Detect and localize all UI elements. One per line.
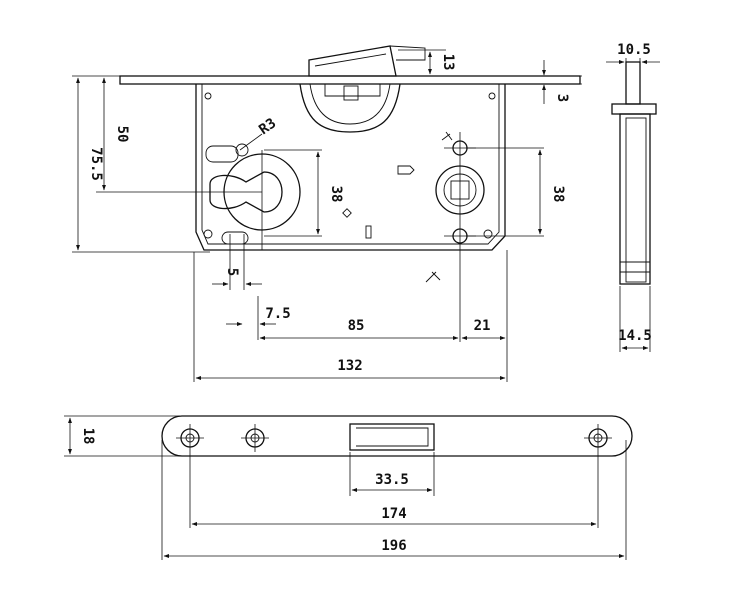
dim-strike-length-196: 196 [381,538,406,554]
lock-side-view [611,61,657,285]
strike-hole-left [176,424,204,452]
guide-slot [205,145,239,163]
dim-distance-21: 21 [474,318,491,334]
strike-plate [161,415,633,457]
faceplate [119,75,581,85]
dim-distance-85: 85 [348,318,365,334]
dim-backset-50: 50 [114,126,130,143]
dim-strike-opening-33-5: 33.5 [375,472,409,488]
side-view-dimensions: 10.5 14.5 [606,42,660,352]
dim-center-38-left: 38 [328,186,344,203]
dim-cam-5: 5 [224,268,240,276]
dim-side-top-10-5: 10.5 [617,42,651,58]
strike-plate-dimensions: 18 33.5 174 196 [64,415,627,560]
dim-strike-height-18: 18 [80,428,96,445]
side-body [619,113,651,285]
strike-hole-right [584,424,612,452]
dim-latch-13: 13 [440,54,456,71]
dim-faceplate-3: 3 [554,94,570,102]
front-view-dimensions: 75.5 50 R3 38 38 5 7.5 85 21 [72,49,582,382]
dim-side-bottom-14-5: 14.5 [618,328,652,344]
dim-strike-holes-174: 174 [381,506,406,522]
lock-front-view [119,45,581,290]
lock-body [195,84,506,251]
latch-bolt [308,45,397,77]
strike-hole-middle [241,424,269,452]
dim-body-width-132: 132 [337,358,362,374]
dim-offset-7-5: 7.5 [265,306,290,322]
dim-center-38-right: 38 [550,186,566,203]
strike-opening [349,423,435,451]
side-faceplate [611,103,657,115]
dim-height-75-5: 75.5 [88,147,104,181]
dim-radius-r3: R3 [256,115,279,138]
latch-housing [299,83,401,133]
keyhole [209,171,283,213]
strike-plate-outline [161,415,633,457]
